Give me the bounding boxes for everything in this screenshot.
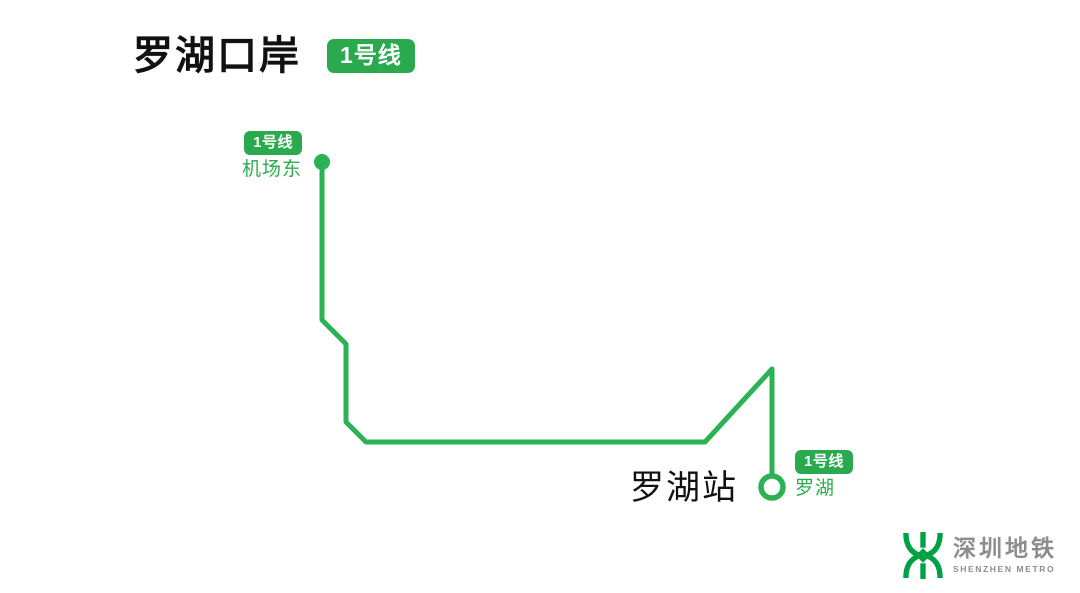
page-title: 罗湖口岸 <box>133 34 301 78</box>
logo-name-en: SHENZHEN METRO <box>953 563 1056 574</box>
end-station-badge: 1号线 <box>795 450 853 474</box>
line-badge: 1号线 <box>327 39 415 73</box>
end-station-title: 罗湖站 <box>630 469 738 507</box>
start-station-name: 机场东 <box>241 159 302 180</box>
route-line <box>319 160 775 477</box>
shenzhen-metro-logo: 深圳地铁 SHENZHEN METRO <box>901 531 1057 580</box>
metro-logo-icon <box>903 532 943 579</box>
start-station-label: 1号线 机场东 <box>222 131 302 182</box>
end-station-name: 罗湖 <box>795 478 836 499</box>
start-station-badge: 1号线 <box>244 131 302 155</box>
logo-name-cn: 深圳地铁 <box>953 535 1057 562</box>
end-station-circle <box>758 473 786 501</box>
header: 罗湖口岸 1号线 <box>133 36 415 76</box>
end-station-label: 1号线 罗湖 <box>795 450 853 501</box>
start-station-dot <box>314 154 330 170</box>
logo-text: 深圳地铁 SHENZHEN METRO <box>953 536 1057 574</box>
